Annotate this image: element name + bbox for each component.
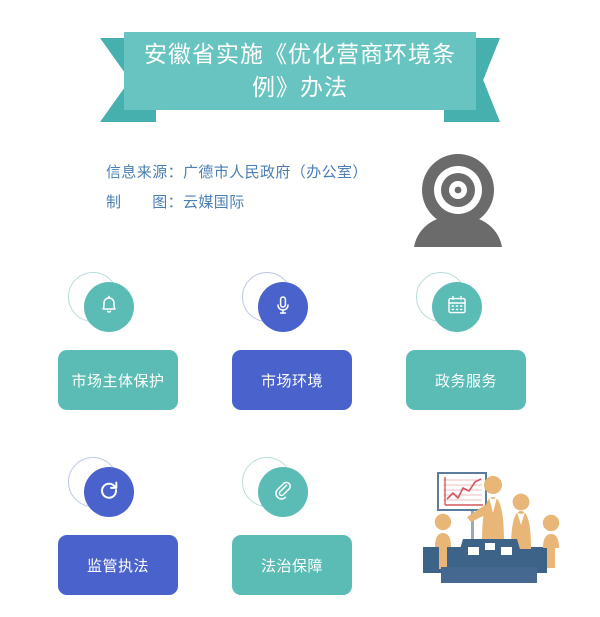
card-badge (242, 272, 308, 338)
refresh-icon (97, 478, 121, 507)
meeting-presentation-illustration (405, 455, 565, 590)
card-rule-of-law-guarantee[interactable]: 法治保障 (232, 457, 352, 595)
badge-disc (84, 282, 134, 332)
webcam-icon (408, 152, 508, 247)
figure-presenter (467, 476, 504, 543)
card-plate[interactable]: 政务服务 (406, 350, 526, 410)
card-badge (68, 457, 134, 523)
badge-disc (258, 467, 308, 517)
badge-disc (258, 282, 308, 332)
card-plate[interactable]: 市场主体保护 (58, 350, 178, 410)
microphone-icon (271, 293, 295, 322)
card-plate[interactable]: 监管执法 (58, 535, 178, 595)
card-label: 法治保障 (260, 557, 323, 575)
source-info: 信息来源：广德市人民政府（办公室） 制 图：云媒国际 (106, 158, 368, 218)
page-title: 安徽省实施《优化营商环境条例》办法 (144, 41, 456, 100)
whiteboard-stand (471, 510, 474, 560)
title-banner: 安徽省实施《优化营商环境条例》办法 (100, 32, 500, 128)
bell-icon (97, 293, 121, 322)
card-market-environment[interactable]: 市场环境 (232, 272, 352, 410)
card-label: 监管执法 (86, 557, 149, 575)
card-supervision-enforcement[interactable]: 监管执法 (58, 457, 178, 595)
source-line-origin: 信息来源：广德市人民政府（办公室） (106, 164, 368, 181)
calendar-icon (445, 293, 469, 322)
conference-table (441, 539, 537, 583)
source-line-designer: 制 图：云媒国际 (106, 194, 245, 211)
figure-left (434, 513, 452, 569)
banner-body: 安徽省实施《优化营商环境条例》办法 (124, 32, 476, 110)
card-badge (68, 272, 134, 338)
card-badge (416, 272, 482, 338)
card-label: 市场主体保护 (71, 372, 165, 390)
figure-right (542, 514, 560, 568)
badge-disc (432, 282, 482, 332)
card-label: 市场环境 (260, 372, 323, 390)
badge-disc (84, 467, 134, 517)
card-badge (242, 457, 308, 523)
card-label: 政务服务 (434, 372, 497, 390)
card-government-services[interactable]: 政务服务 (406, 272, 526, 410)
card-plate[interactable]: 市场环境 (232, 350, 352, 410)
paperclip-icon (271, 478, 295, 507)
card-plate[interactable]: 法治保障 (232, 535, 352, 595)
card-market-entity-protection[interactable]: 市场主体保护 (58, 272, 178, 410)
whiteboard-chart (437, 472, 487, 511)
